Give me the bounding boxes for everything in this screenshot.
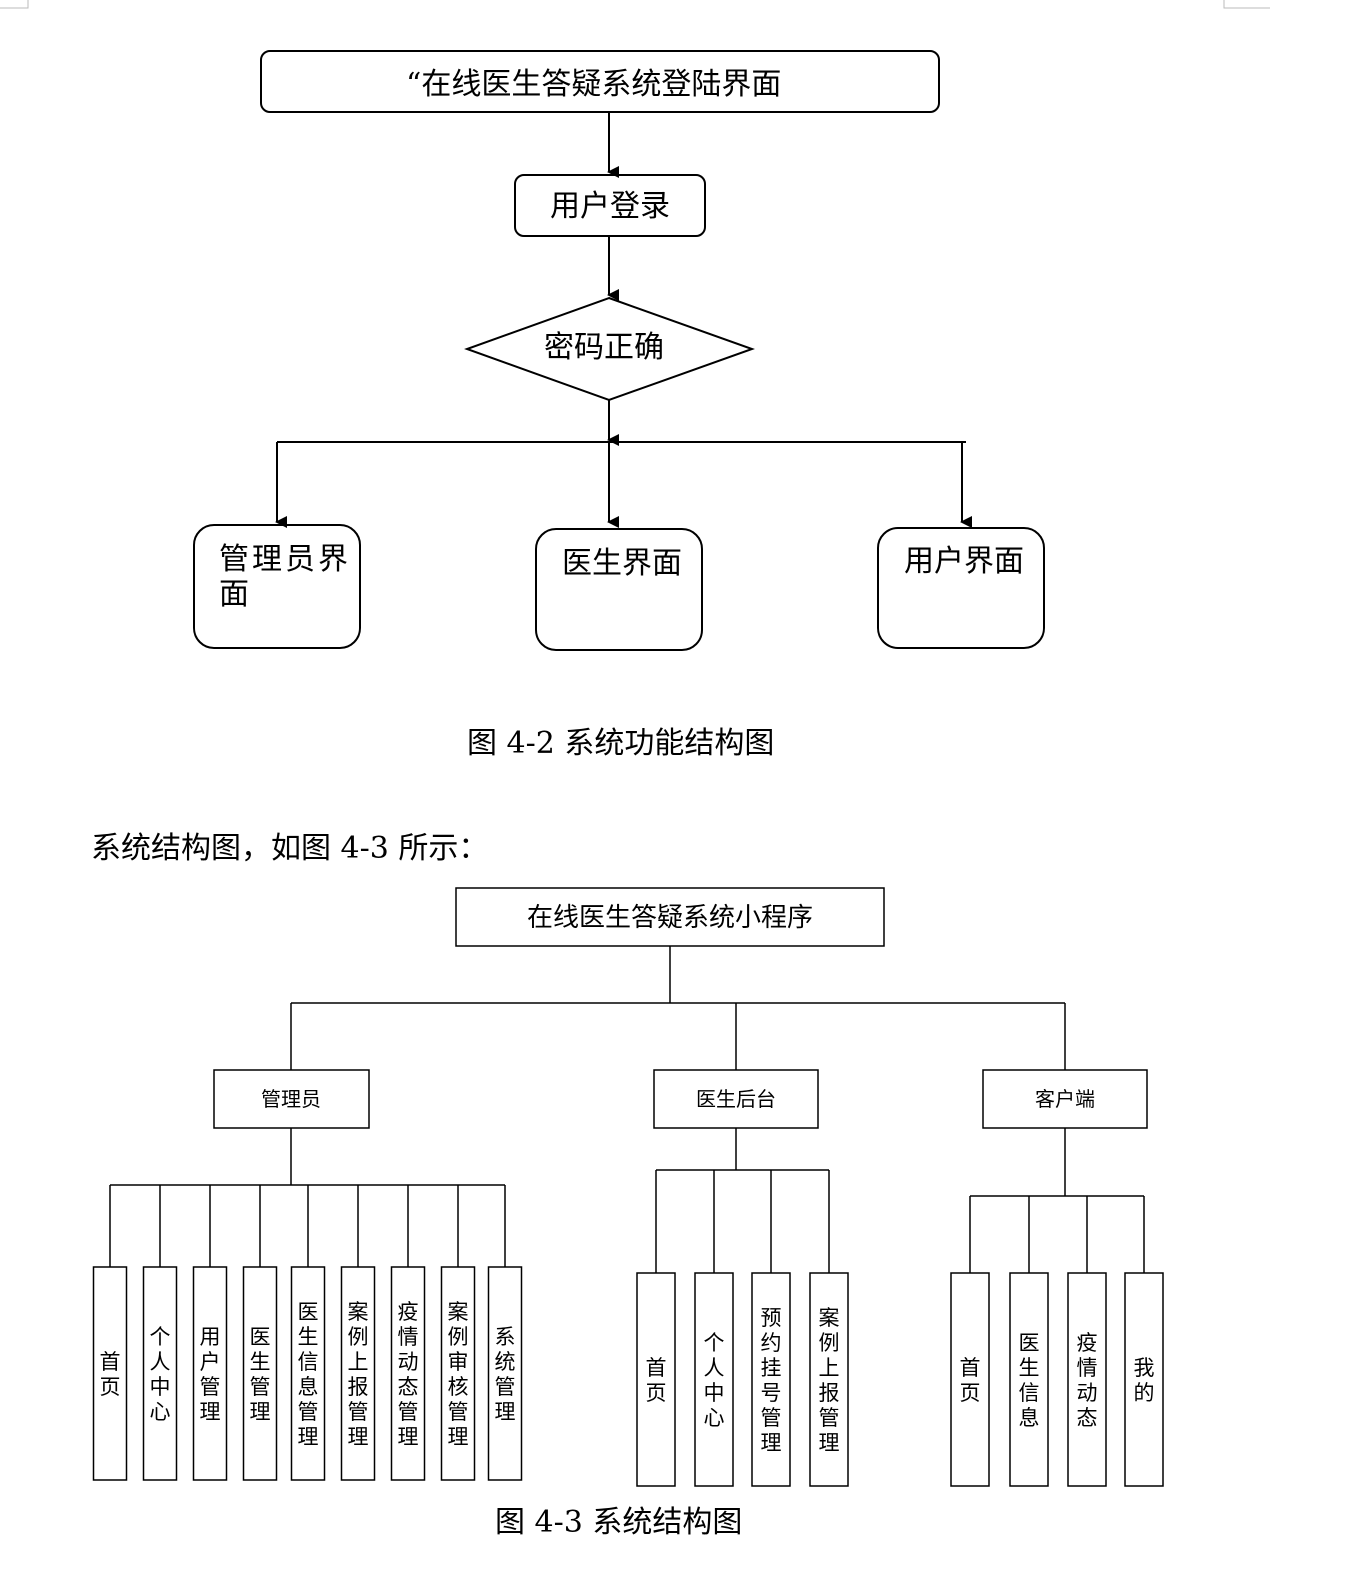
leaf-label-client-0: 首页 [960, 1356, 981, 1405]
leaf-label-admin-8: 系统管理 [495, 1325, 516, 1424]
leaf-label-admin-1: 个人中心 [150, 1325, 171, 1424]
leaf-label-admin-6: 疫情动态管理 [398, 1300, 419, 1449]
leaf-label-doctor-2: 预约挂号管理 [761, 1306, 782, 1455]
figure-caption-4-3: 图 4-3 系统结构图 [495, 1505, 743, 1540]
structure-connectors [110, 887, 1148, 1197]
leaf-box-admin-2 [192, 1266, 228, 1481]
paragraph-structure-intro: 系统结构图，如图 4-3 所示： [91, 831, 489, 866]
leaf-box-admin-5 [340, 1266, 376, 1481]
leaf-label-doctor-1: 个人中心 [704, 1331, 725, 1430]
page-corner-mark-left [0, 0, 29, 9]
leaf-box-client-0 [950, 1272, 990, 1487]
flow-doctor-box [535, 528, 703, 651]
structure-root-label: 在线医生答疑系统小程序 [527, 903, 813, 933]
flow-user-box [877, 527, 1045, 649]
flow-start-label: “在线医生答疑系统登陆界面 [406, 67, 781, 102]
leaf-box-client-2 [1067, 1272, 1107, 1487]
leaf-box-doctor-1 [694, 1272, 734, 1487]
leaf-box-admin-3 [242, 1266, 278, 1481]
flow-admin-label-line1: 管理员界 [219, 542, 351, 577]
leaf-label-admin-4: 医生信息管理 [298, 1300, 319, 1449]
leaf-box-doctor-3 [809, 1272, 849, 1487]
leaf-label-admin-0: 首页 [100, 1350, 121, 1399]
leaf-box-client-1 [1009, 1272, 1049, 1487]
leaf-label-admin-7: 案例审核管理 [448, 1300, 469, 1449]
figure-caption-4-2: 图 4-2 系统功能结构图 [467, 726, 775, 761]
leaf-box-admin-6 [390, 1266, 426, 1481]
leaf-label-admin-3: 医生管理 [250, 1325, 271, 1424]
page-corner-mark-right [1223, 0, 1270, 9]
leaf-box-admin-7 [440, 1266, 476, 1481]
leaf-box-doctor-0 [636, 1272, 676, 1487]
leaf-label-admin-5: 案例上报管理 [348, 1300, 369, 1449]
flow-doctor-label: 医生界面 [562, 546, 682, 581]
leaf-label-client-3: 我的 [1134, 1356, 1155, 1405]
flow-admin-label-line2: 面 [219, 577, 249, 612]
leaf-box-admin-4 [290, 1266, 326, 1481]
leaf-box-doctor-2 [751, 1272, 791, 1487]
leaf-label-doctor-3: 案例上报管理 [819, 1306, 840, 1455]
flow-login-label: 用户登录 [550, 189, 670, 224]
structure-leaves: 首页 个人中心 用户管理 医生管理 医生信息管理 案例上报管理 疫情动态管理 案例审核管理 系统… [92, 1170, 1164, 1487]
leaf-label-admin-2: 用户管理 [200, 1325, 221, 1424]
flow-start-box [260, 50, 940, 113]
leaf-box-admin-1 [142, 1266, 178, 1481]
leaf-box-admin-8 [487, 1266, 523, 1481]
group-label-admin: 管理员 [261, 1087, 321, 1111]
group-label-client: 客户端 [1035, 1087, 1095, 1111]
leaf-label-doctor-0: 首页 [646, 1356, 667, 1405]
leaf-label-client-2: 疫情动态 [1077, 1331, 1098, 1430]
group-label-doctor: 医生后台 [696, 1087, 776, 1111]
flow-user-label: 用户界面 [904, 544, 1024, 579]
flow-decision-label: 密码正确 [544, 330, 664, 365]
leaf-box-client-3 [1124, 1272, 1164, 1487]
leaf-box-admin-0 [92, 1266, 128, 1481]
leaf-label-client-1: 医生信息 [1019, 1331, 1040, 1430]
